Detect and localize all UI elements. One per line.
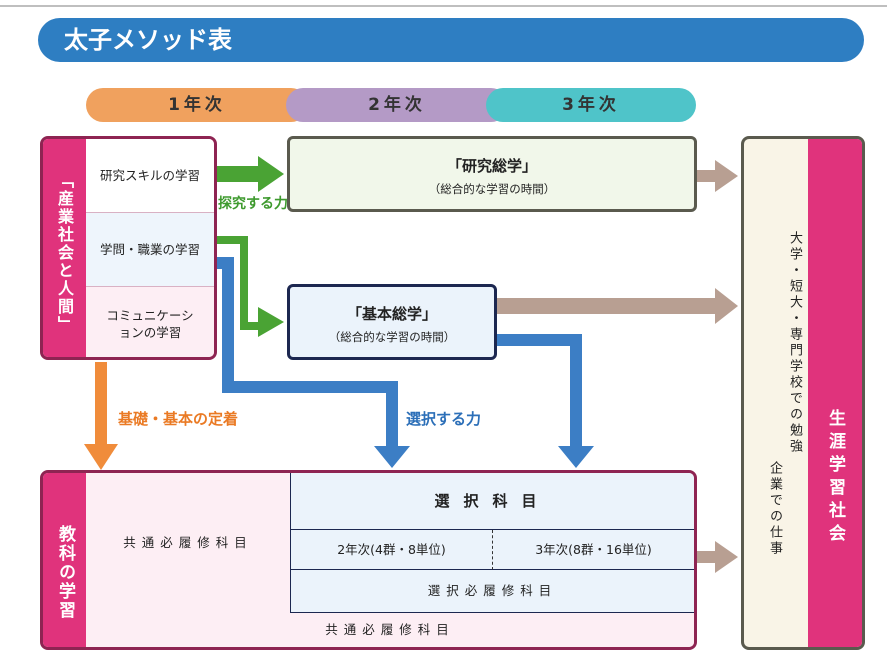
elective-year-2: 2年次(4群・8単位)	[291, 530, 493, 570]
year-3-label: 3年次	[486, 88, 696, 122]
basic-title: 「基本総学」	[346, 305, 437, 323]
blue-arrow-right	[497, 334, 594, 468]
green-arrow-research	[215, 156, 284, 192]
common-required-left: 共通必履修科目	[86, 473, 290, 613]
research-title: 「研究総学」	[446, 157, 537, 175]
future-panel: 大学・短大・専門学校での勉強 企業での仕事 生涯学習社会	[741, 136, 865, 650]
elective-required: 選択必履修科目	[427, 583, 558, 598]
lifelong-society-label: 生涯学習社会	[808, 139, 862, 647]
blue-arrow-left	[215, 257, 410, 468]
subjects-panel: 教科の学習 共通必履修科目 選択科目 2年次(4群・8単位) 3年次(8群・16…	[40, 470, 697, 650]
year-2-label: 2年次	[286, 88, 508, 122]
top-divider	[0, 5, 887, 7]
elective-title: 選択科目	[291, 473, 694, 530]
basic-box: 「基本総学」 （総合的な学習の時間）	[287, 284, 497, 360]
explore-label: 探究する力	[218, 196, 288, 212]
foundation-label: 基礎・基本の定着	[118, 410, 239, 428]
subjects-side-label: 教科の学習	[43, 473, 86, 647]
future-study: 大学・短大・専門学校での勉強	[787, 231, 802, 455]
research-subtitle: （総合的な学習の時間）	[428, 182, 556, 196]
elective-area: 選択科目 2年次(4群・8単位) 3年次(8群・16単位) 選択必履修科目	[290, 473, 694, 613]
choose-label: 選択する力	[406, 410, 482, 428]
future-work: 企業での仕事	[767, 461, 782, 557]
brown-arrow-middle	[496, 288, 738, 324]
basic-subtitle: （総合的な学習の時間）	[328, 330, 456, 344]
year-1-label: 1年次	[86, 88, 308, 122]
orange-arrow	[84, 362, 118, 470]
industry-panel: 「産業社会と人間」 研究スキルの学習 学問・職業の学習 コミュニケーションの学習	[40, 136, 217, 360]
research-skill-item: 研究スキルの学習	[86, 139, 214, 213]
communication-item: コミュニケーションの学習	[86, 287, 214, 357]
career-study-item: 学問・職業の学習	[86, 213, 214, 287]
research-box: 「研究総学」 （総合的な学習の時間）	[287, 136, 697, 212]
brown-arrow-top	[697, 160, 738, 192]
elective-year-3: 3年次(8群・16単位)	[493, 530, 694, 570]
common-required-bottom: 共通必履修科目	[86, 613, 694, 647]
page-title: 太子メソッド表	[38, 18, 864, 62]
brown-arrow-bottom	[697, 541, 738, 573]
industry-side-label: 「産業社会と人間」	[43, 139, 86, 357]
